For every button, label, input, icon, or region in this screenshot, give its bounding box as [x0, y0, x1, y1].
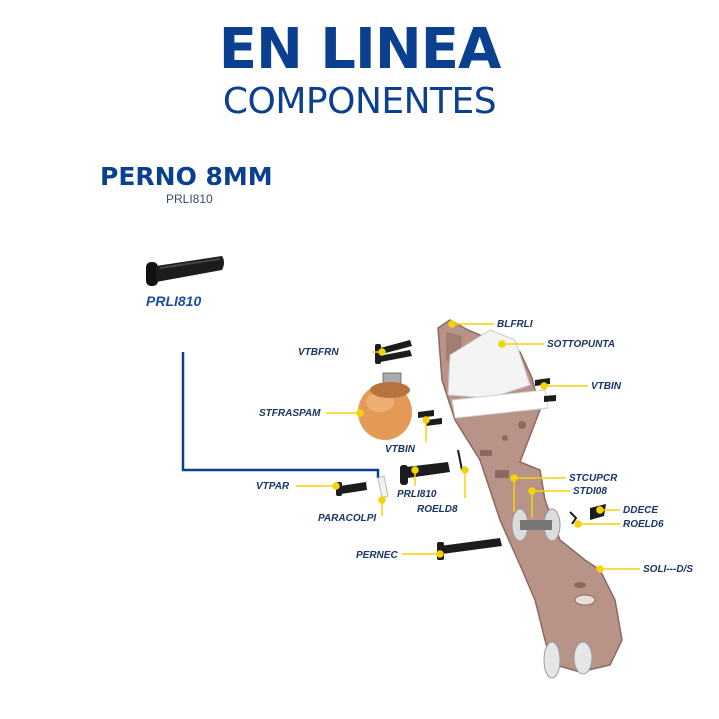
toe-plate-icon	[447, 329, 531, 399]
callout-paracolpi: PARACOLPI	[318, 513, 376, 524]
highlighted-bolt-icon	[146, 256, 224, 286]
small-bolts-icon	[336, 340, 606, 560]
product-code: PRLI810	[166, 192, 213, 206]
callout-roeld8: ROELD8	[417, 504, 458, 515]
page-subtitle: COMPONENTES	[222, 81, 497, 122]
callout-vtpar: VTPAR	[256, 481, 290, 492]
callout-sottopunta: SOTTOPUNTA	[547, 339, 615, 350]
callout-vtbfrn: VTBFRN	[298, 347, 339, 358]
callout-stdi08: STDI08	[573, 486, 607, 497]
callout-roeld6: ROELD6	[623, 519, 664, 530]
callout-pernec: PERNEC	[356, 550, 398, 561]
product-name: PERNO 8MM	[100, 162, 273, 191]
callout-blfrli: BLFRLI	[497, 319, 533, 330]
callout-vtbin-left: VTBIN	[385, 444, 416, 455]
wheel-icon	[511, 508, 593, 679]
callout-vtbin-right: VTBIN	[591, 381, 622, 392]
page-title: EN LINEA	[218, 17, 502, 82]
callout-soli: SOLI---D/S	[643, 564, 693, 575]
callout-ddece: DDECE	[623, 505, 658, 516]
callout-stcupcr: STCUPCR	[569, 473, 618, 484]
plate-bracket-icon	[451, 389, 549, 419]
highlighted-part-label: PRLI810	[146, 293, 201, 309]
callout-stfraspam: STFRASPAM	[259, 408, 321, 419]
paracolpi-part-icon	[377, 475, 389, 499]
callout-leaders	[296, 320, 640, 573]
callout-prli810: PRLI810	[397, 489, 437, 500]
stopper-icon	[358, 372, 412, 440]
connector-line	[181, 352, 380, 478]
